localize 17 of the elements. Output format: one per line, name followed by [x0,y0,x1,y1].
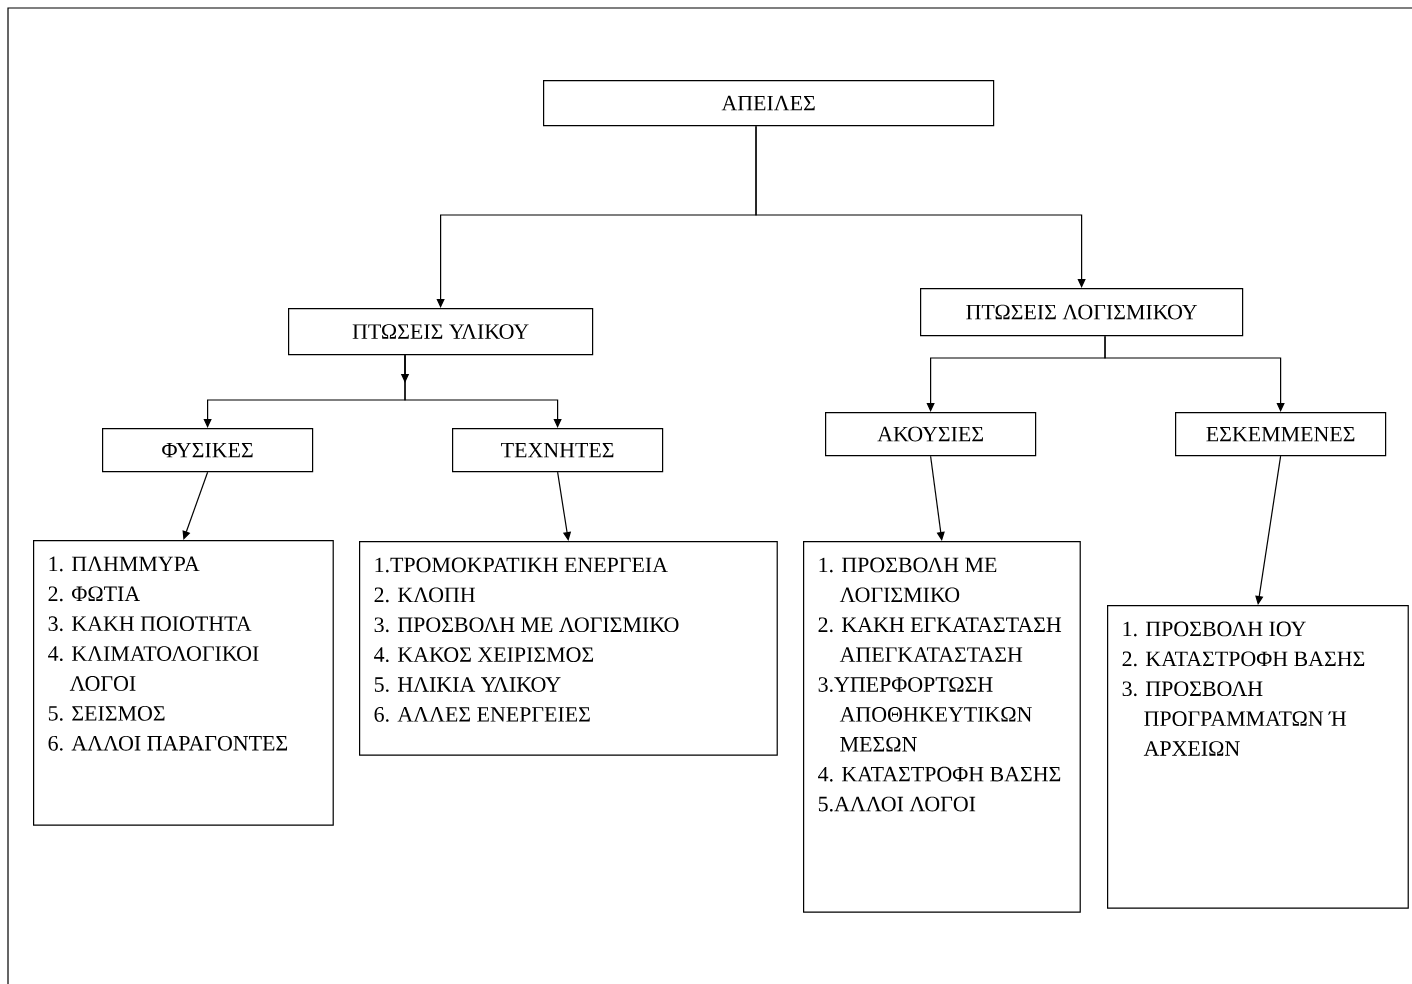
category-box: ΠΤΩΣΕΙΣ ΛΟΓΙΣΜΙΚΟΥ [920,288,1244,337]
category-box: ΕΣΚΕΜΜΕΝΕΣ [1175,412,1387,457]
arrow [182,471,209,540]
category-box: ΑΚΟΥΣΙΕΣ [825,412,1037,457]
arrow [755,125,1086,288]
category-box: ΤΕΧΝΗΤΕΣ [452,428,664,473]
list-box: 1. ΠΛΗΜΜΥΡΑ 2. ΦΩΤΙΑ 3. ΚΑΚΗ ΠΟΙΟΤΗΤΑ 4. ΚΛΙΜΑΤΟΛΟΓΙΚΟΙ ΛΟΓΟΙ 5. ΣΕΙΣΜΟΣ 6. ΑΛΛΟΙ ΠΑΡΑΓΟΝΤΕΣ [33,540,334,826]
arrow [557,471,572,541]
category-box: ΠΤΩΣΕΙΣ ΥΛΙΚΟΥ [288,308,594,356]
list-box: 1.ΤΡΟΜΟΚΡΑΤΙΚΗ ΕΝΕΡΓΕΙΑ 2. ΚΛΟΠΗ 3. ΠΡΟΣΒΟΛΗ ΜΕ ΛΟΓΙΣΜΙΚΟ 4. ΚΑΚΟΣ ΧΕΙΡΙΣΜΟΣ 5. ΗΛΙΚΙΑ ΥΛΙΚΟΥ 6. ΑΛΛΕΣ ΕΝΕΡΓΕΙΕΣ [359,541,778,756]
list-box: 1. ΠΡΟΣΒΟΛΗ ΜΕ ΛΟΓΙΣΜΙΚΟ 2. ΚΑΚΗ ΕΓΚΑΤΑΣΤΑΣΗ ΑΠΕΓΚΑΤΑΣΤΑΣΗ 3.ΥΠΕΡΦΟΡΤΩΣΗ ΑΠΟΘΗΚΕΥΤΙΚΩΝ ΜΕΣΩΝ 4. ΚΑΤΑΣΤΡΟΦΗ ΒΑΣΗΣ 5.ΑΛΛΟΙ ΛΟΓΟΙ [803,541,1081,913]
list-box: 1. ΠΡΟΣΒΟΛΗ ΙΟΥ 2. ΚΑΤΑΣΤΡΟΦΗ ΒΑΣΗΣ 3. ΠΡΟΣΒΟΛΗ ΠΡΟΓΡΑΜΜΑΤΩΝ Ή ΑΡΧΕΙΩΝ [1107,605,1409,909]
arrow [930,455,945,541]
category-box: ΦΥΣΙΚΕΣ [102,428,314,473]
arrow [1104,335,1285,412]
arrow [1255,455,1282,605]
root-box: ΑΠΕΙΛΕΣ [543,80,995,127]
